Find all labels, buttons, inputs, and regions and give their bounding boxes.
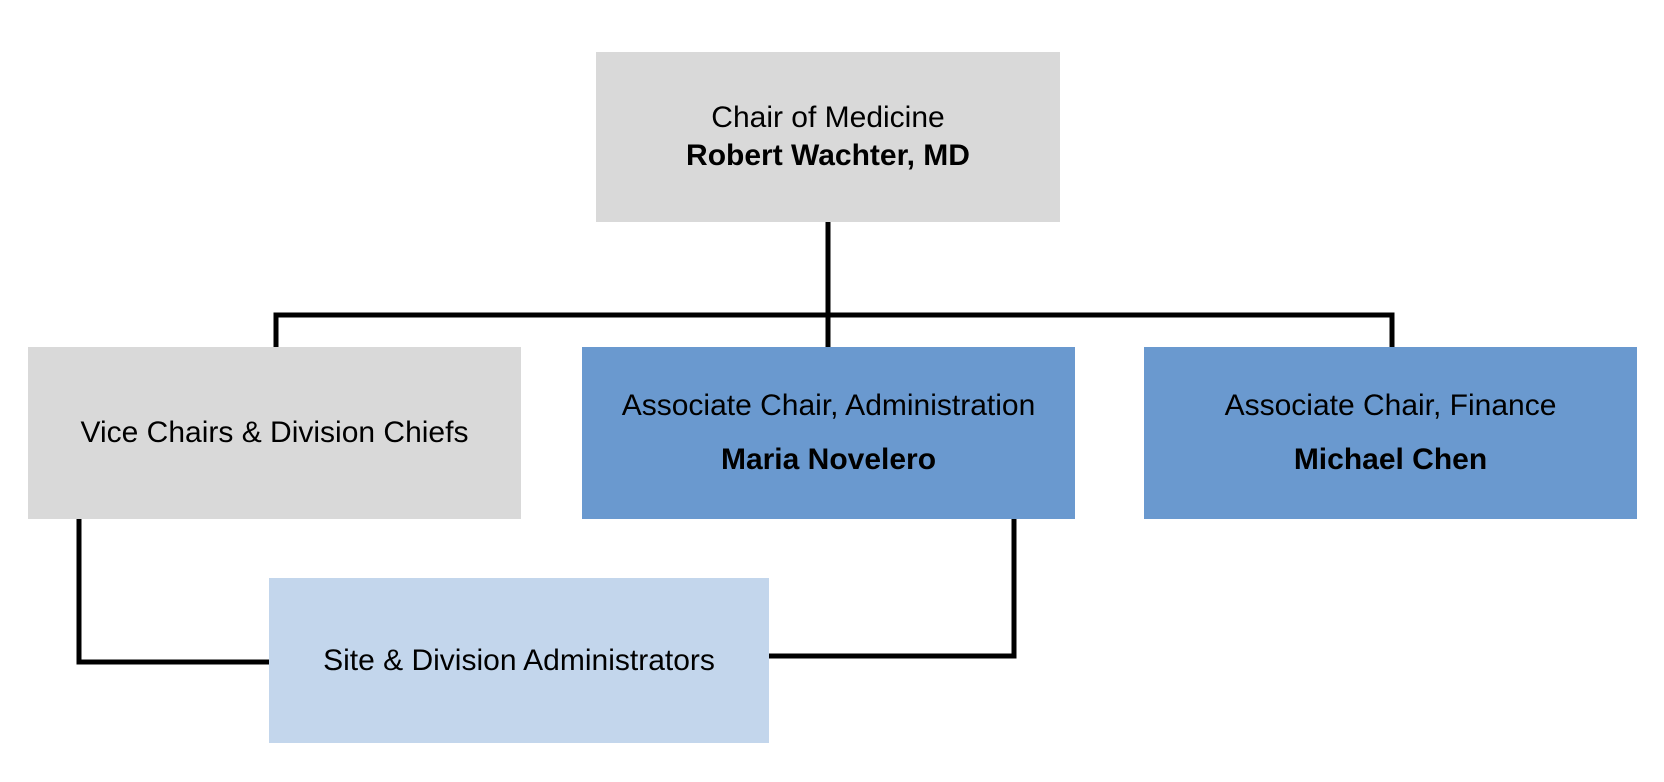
- vice-chairs-box: Vice Chairs & Division Chiefs: [28, 347, 521, 519]
- associate-finance-role-label: Associate Chair, Finance: [1224, 389, 1557, 422]
- associate-admin-role-label: Associate Chair, Administration: [621, 389, 1036, 422]
- associate-chair-administration-box: Associate Chair, Administration Maria No…: [582, 347, 1075, 519]
- associate-chair-finance-box: Associate Chair, Finance Michael Chen: [1144, 347, 1637, 519]
- vice-chairs-role-label: Vice Chairs & Division Chiefs: [80, 416, 469, 449]
- site-division-administrators-box: Site & Division Administrators: [269, 578, 769, 743]
- top-level-bracket-connector: [273, 312, 1395, 347]
- associate-finance-name-label: Michael Chen: [1293, 443, 1488, 476]
- site-admins-role-label: Site & Division Administrators: [323, 643, 715, 677]
- vice-to-site-connector: [76, 519, 269, 665]
- chair-role-label: Chair of Medicine: [711, 101, 945, 134]
- associate-admin-name-label: Maria Novelero: [720, 443, 937, 476]
- chair-name-label: Robert Wachter, MD: [686, 139, 970, 172]
- chair-of-medicine-box: Chair of Medicine Robert Wachter, MD: [596, 52, 1060, 222]
- admin-to-site-connector: [769, 519, 1017, 659]
